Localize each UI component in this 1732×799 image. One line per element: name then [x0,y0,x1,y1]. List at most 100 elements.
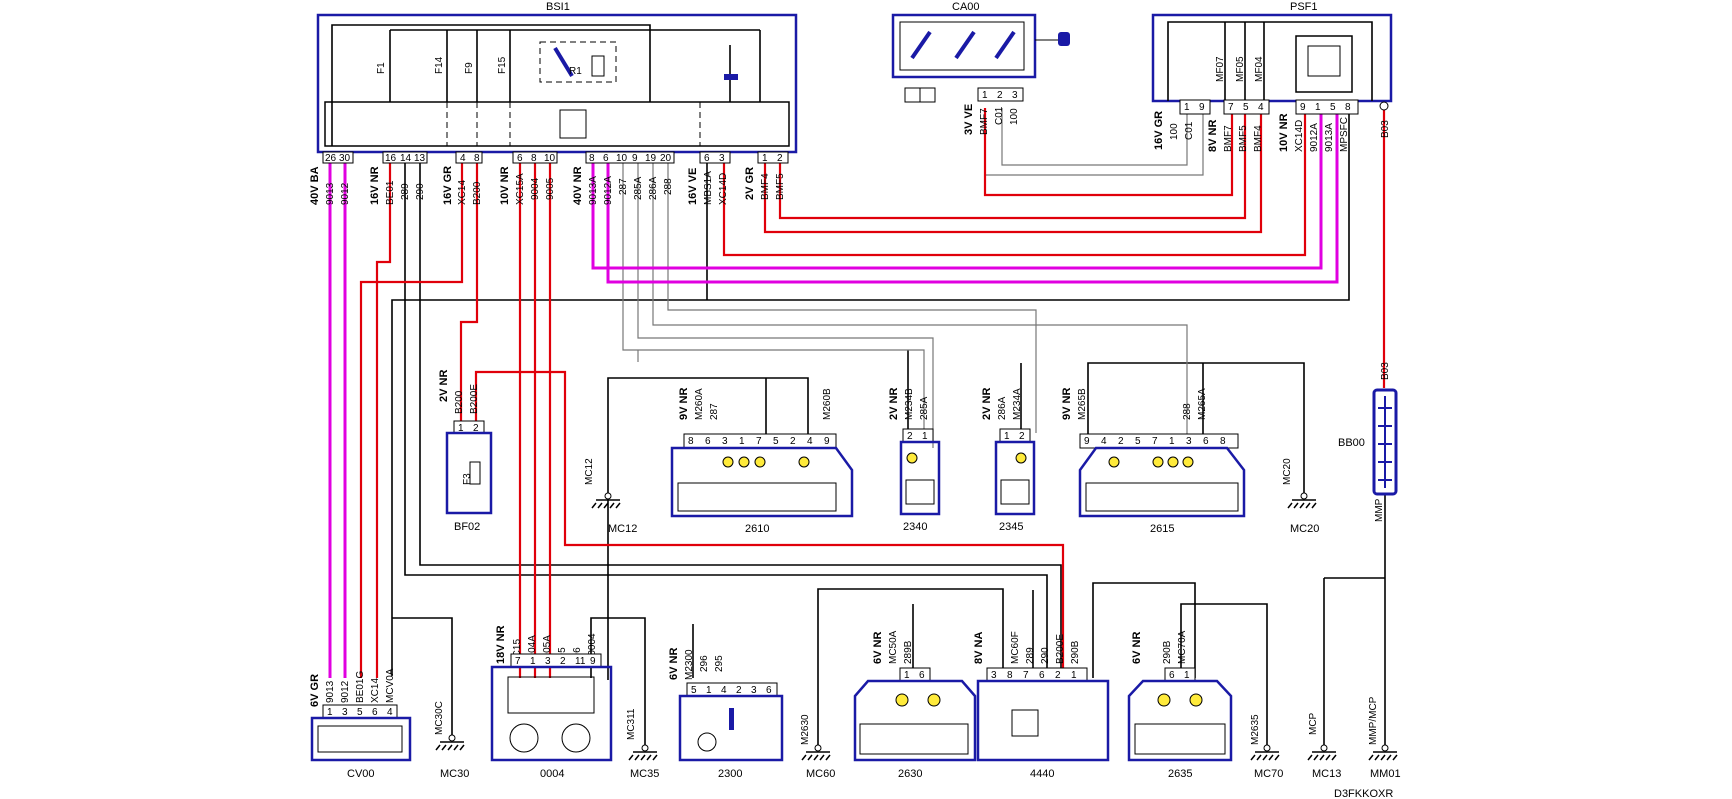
c2615-pin: 3 [1186,436,1192,447]
svg-text:6V NR: 6V NR [872,632,884,664]
svg-text:289: 289 [400,183,411,200]
ground-terminal [641,744,649,752]
svg-text:5: 5 [357,707,363,718]
svg-text:6V GR: 6V GR [309,674,321,707]
svg-text:9V NR: 9V NR [1061,388,1073,420]
c2615-pin: 2 [1118,436,1124,447]
svg-text:XC14D: XC14D [1294,120,1305,152]
c2610-pin: 4 [807,436,813,447]
svg-text:6: 6 [372,707,378,718]
ground-symbol-icon [1368,751,1398,761]
ground-point-label: MC20 [1290,523,1319,535]
svg-text:6: 6 [919,670,925,681]
svg-text:16V VE: 16V VE [687,168,699,205]
svg-text:290: 290 [1040,647,1051,664]
svg-text:MC60F: MC60F [1010,631,1021,664]
ground-terminal [1320,744,1328,752]
c0004-pin: 2 [560,656,566,667]
svg-text:10: 10 [616,153,628,164]
c4440-pin: 8 [1007,670,1013,681]
svg-text:10V NR: 10V NR [1278,113,1290,152]
svg-text:1: 1 [1004,431,1010,442]
svg-text:BB00: BB00 [1338,437,1365,449]
fuse-f15-label: F15 [497,56,508,74]
svg-text:9005A: 9005A [542,635,553,664]
svg-text:10: 10 [544,153,556,164]
svg-text:BMF4: BMF4 [1253,125,1264,152]
svg-text:8: 8 [1345,102,1351,113]
svg-text:286A: 286A [648,176,659,200]
c2615-pin: 8 [1220,436,1226,447]
svg-text:MC50A: MC50A [888,630,899,664]
svg-text:BE01G: BE01G [355,671,366,703]
red-wires [359,108,1386,678]
ground-label: MMP/MCP [1368,696,1379,745]
svg-text:MBS1A: MBS1A [703,171,714,205]
svg-text:8V NA: 8V NA [973,632,985,664]
svg-text:3: 3 [342,707,348,718]
svg-text:3: 3 [719,153,725,164]
ground-symbol-icon [628,751,658,761]
ground-label: MC30C [434,701,445,735]
svg-text:9004: 9004 [530,177,541,200]
svg-text:290: 290 [415,183,426,200]
c4440-pin: 7 [1023,670,1029,681]
svg-text:M265B: M265B [1077,388,1088,420]
svg-text:BMF4: BMF4 [760,173,771,200]
svg-text:8: 8 [589,153,595,164]
c2615-pin: 7 [1152,436,1158,447]
cv00-switch: 6V GR 9013 9012 BE01G XC14 MCV0A 1 3 5 6… [309,668,412,780]
svg-text:286A: 286A [997,396,1008,420]
c0004-pin: 3 [545,656,551,667]
svg-text:9: 9 [632,153,638,164]
svg-text:MF04: MF04 [1254,56,1265,82]
c4440-pin: 6 [1039,670,1045,681]
svg-text:285A: 285A [919,396,930,420]
svg-text:BMF7: BMF7 [979,108,990,135]
svg-text:1: 1 [762,153,768,164]
svg-text:2V GR: 2V GR [744,167,756,200]
svg-text:2: 2 [777,153,783,164]
svg-text:C01: C01 [1184,121,1195,140]
instrument-panel-0004: 18V NR XC15 9004A 9005A 295 296 M0004 71… [490,625,613,780]
relay-r1-label: R1 [569,66,582,77]
svg-text:0004: 0004 [540,768,564,780]
ground-label: M2630 [800,714,811,745]
svg-text:9012: 9012 [340,680,351,703]
svg-text:6V NR: 6V NR [668,648,680,680]
svg-text:290B: 290B [1162,640,1173,664]
svg-text:BMF7: BMF7 [1223,125,1234,152]
ground-symbol-icon [801,751,831,761]
ground-symbol-icon [591,499,621,509]
svg-text:6V NR: 6V NR [1131,632,1143,664]
ground-point-label: MC60 [806,768,835,780]
svg-text:CA00: CA00 [952,1,980,13]
svg-text:1: 1 [1315,102,1321,113]
ground-symbol-icon [1307,751,1337,761]
svg-text:B200E: B200E [1055,634,1066,664]
svg-text:F3: F3 [462,473,473,485]
c4440-pin: 3 [991,670,997,681]
svg-text:290B: 290B [1070,640,1081,664]
fuse-f14-label: F14 [434,56,445,74]
svg-text:9: 9 [1199,102,1205,113]
c4440-pin: 2 [1055,670,1061,681]
svg-text:MCV0A: MCV0A [385,668,396,703]
svg-text:3: 3 [1012,90,1018,101]
magenta-wires [328,108,1339,678]
svg-text:30: 30 [339,153,351,164]
svg-text:16: 16 [385,153,397,164]
svg-text:6: 6 [517,153,523,164]
svg-text:295: 295 [714,655,725,672]
svg-text:4: 4 [1258,102,1264,113]
ground-symbol-icon [435,741,465,751]
svg-text:5: 5 [1330,102,1336,113]
svg-text:1: 1 [922,431,928,442]
c4440-pin: 1 [1071,670,1077,681]
svg-text:14: 14 [400,153,412,164]
svg-text:20: 20 [660,153,672,164]
svg-text:296: 296 [699,655,710,672]
ground-terminal [604,492,612,500]
ca00-ignition-switch: CA00 1 2 3 3V VE BMF7 C01 100 [891,1,1070,135]
